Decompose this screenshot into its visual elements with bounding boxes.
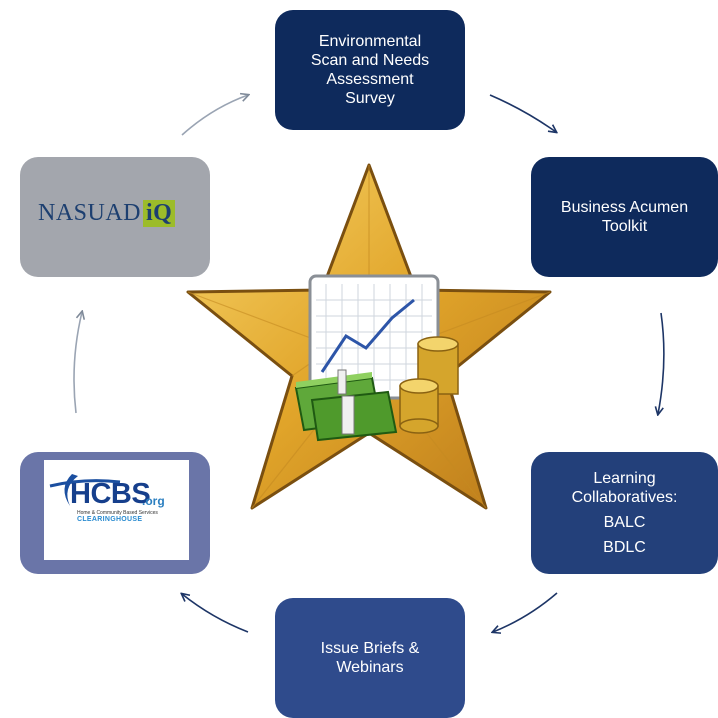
nasuad-box	[20, 157, 210, 277]
env-scan-line: Survey	[345, 90, 395, 107]
hcbs-logo-text: HCBS	[70, 478, 151, 510]
nasuad-logo-text: NASUAD	[38, 200, 142, 226]
hcbs-logo-tagline: Home & Community Based Services	[77, 510, 158, 516]
issue-briefs-box: Issue Briefs & Webinars	[275, 598, 465, 718]
issue-briefs-line: Webinars	[336, 659, 404, 676]
cycle-arrow-icon	[489, 94, 556, 132]
cycle-arrow-icon	[182, 594, 249, 633]
learning-item: BDLC	[603, 539, 646, 556]
cycle-arrow-icon	[181, 95, 248, 136]
learning-line: Learning	[593, 470, 656, 487]
toolkit-line: Business Acumen	[560, 199, 689, 216]
cycle-arrow-icon	[73, 312, 82, 414]
env-scan-box: Environmental Scan and Needs Assessment …	[275, 10, 465, 130]
env-scan-line: Scan and Needs	[310, 52, 430, 69]
nasuad-logo-badge: iQ	[143, 200, 176, 227]
cycle-arrow-icon	[658, 312, 665, 414]
toolkit-box: Business Acumen Toolkit	[531, 157, 718, 277]
hcbs-logo-suffix: .org	[142, 494, 165, 508]
learning-item: BALC	[603, 514, 646, 531]
learning-line: Collaboratives:	[571, 489, 678, 506]
learning-collaboratives-box: Learning Collaboratives: BALC BDLC	[531, 452, 718, 574]
issue-briefs-line: Issue Briefs &	[320, 640, 420, 657]
money-stack-icon	[294, 369, 398, 442]
hcbs-logo-subtitle: CLEARINGHOUSE	[77, 516, 143, 523]
cycle-arrow-icon	[493, 592, 558, 632]
toolkit-line: Toolkit	[601, 218, 648, 235]
env-scan-line: Assessment	[326, 71, 414, 88]
env-scan-line: Environmental	[318, 33, 422, 50]
hcbs-logo-card	[44, 460, 189, 560]
coin-stack-icon	[399, 336, 459, 434]
